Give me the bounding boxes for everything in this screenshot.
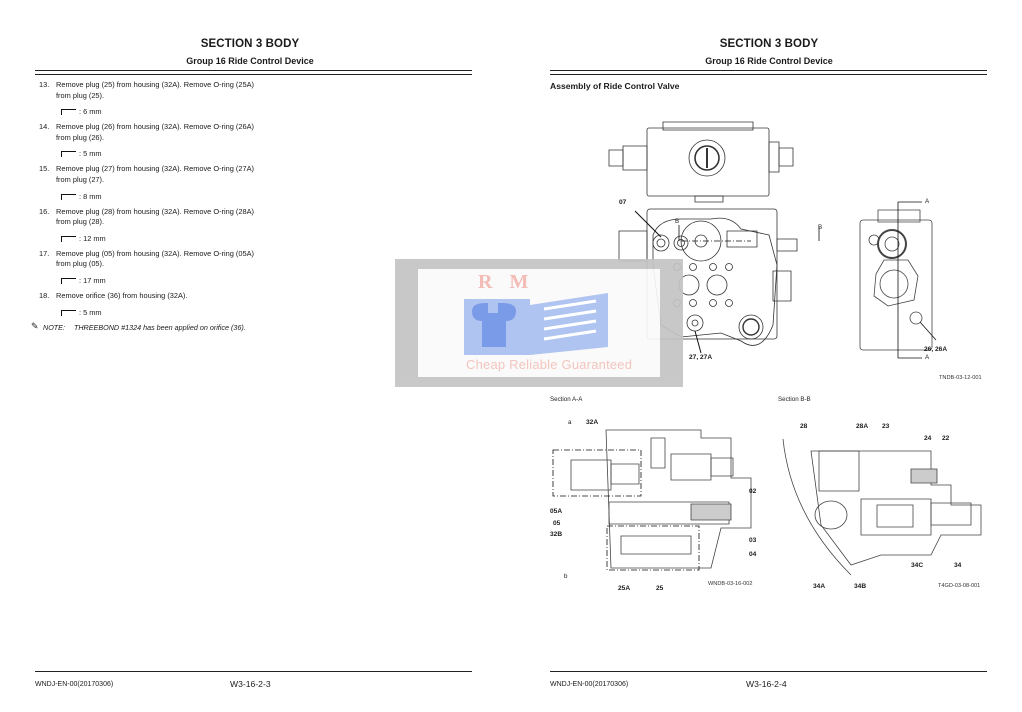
wrench-manual-logo-icon <box>464 293 608 355</box>
footer-rule <box>550 671 987 672</box>
step-text: Remove plug (25) from housing (32A). Rem… <box>56 80 254 100</box>
tool-size: : 5 mm <box>79 149 102 159</box>
callout-34c: 34C <box>911 562 924 569</box>
step-number: 13. <box>39 80 50 89</box>
hex-wrench-icon <box>61 151 76 158</box>
step-17: 17. Remove plug (05) from housing (32A).… <box>39 249 269 270</box>
note-label: NOTE: <box>43 322 65 332</box>
step-text: Remove plug (05) from housing (32A). Rem… <box>56 248 254 269</box>
tool-spec: : 6 mm <box>61 107 269 118</box>
procedure-steps: 13. Remove plug (25) from housing (32A).… <box>31 80 269 332</box>
callout-b: b <box>564 573 568 580</box>
watermark-brand: R M <box>478 271 535 293</box>
tool-size: : 5 mm <box>79 307 102 317</box>
section-aa-caption: Section A-A <box>550 396 583 403</box>
tool-spec: : 12 mm <box>61 234 269 245</box>
tool-size: : 8 mm <box>79 191 102 201</box>
step-number: 17. <box>39 248 50 258</box>
callout-04: 04 <box>749 551 757 558</box>
step-16: 16. Remove plug (28) from housing (32A).… <box>39 207 269 228</box>
callout-32a: 32A <box>586 419 599 426</box>
callout-34a: 34A <box>813 583 826 590</box>
tool-spec: : 17 mm <box>61 276 269 287</box>
callout-24: 24 <box>924 435 932 442</box>
section-marker-a: A <box>925 354 930 361</box>
hex-wrench-icon <box>61 309 76 316</box>
section-marker-b: B <box>675 218 680 225</box>
figure-code: TNDB-03-12-001 <box>939 375 982 381</box>
document-code: WNDJ-EN-00(20170306) <box>35 681 114 688</box>
callout-28a: 28A <box>856 423 869 430</box>
callout-07: 07 <box>619 199 627 206</box>
callout-25a: 25A <box>618 585 631 592</box>
step-15: 15. Remove plug (27) from housing (32A).… <box>39 164 269 185</box>
step-number: 18. <box>39 290 50 300</box>
section-title: SECTION 3 BODY <box>200 38 300 50</box>
tool-size: : 12 mm <box>79 233 106 243</box>
page-number: W3-16-2-4 <box>746 679 787 689</box>
tool-spec: : 5 mm <box>61 149 269 160</box>
note: ✎ NOTE: THREEBOND #1324 has been applied … <box>31 320 269 333</box>
watermark-tagline: Cheap Reliable Guaranteed <box>466 357 633 372</box>
hex-wrench-icon <box>61 193 76 200</box>
step-number: 14. <box>39 122 50 132</box>
page-number: W3-16-2-3 <box>230 679 271 689</box>
callout-25: 25 <box>656 585 664 592</box>
tool-size: : 17 mm <box>79 275 106 285</box>
left-page: SECTION 3 BODY Group 16 Ride Control Dev… <box>31 38 472 689</box>
callout-27-27a: 27, 27A <box>689 354 713 361</box>
step-text: Remove orifice (36) from housing (32A). <box>56 290 188 300</box>
watermark-panel: R M Cheap Reliable Guaranteed <box>418 269 660 377</box>
note-text: THREEBOND #1324 has been applied on orif… <box>73 322 246 332</box>
section-marker-b: B <box>818 224 823 231</box>
footer-rule <box>35 671 472 672</box>
group-title: Group 16 Ride Control Device <box>705 56 833 66</box>
assembly-title: Assembly of Ride Control Valve <box>550 81 680 91</box>
figure-code: T4GD-03-08-001 <box>938 583 981 589</box>
section-marker-a: A <box>925 198 930 205</box>
step-number: 15. <box>39 164 50 174</box>
group-title: Group 16 Ride Control Device <box>186 56 314 66</box>
tool-size: : 6 mm <box>79 107 102 117</box>
step-13: 13. Remove plug (25) from housing (32A).… <box>39 80 269 101</box>
section-aa-drawing <box>551 418 751 578</box>
section-title: SECTION 3 BODY <box>719 38 819 50</box>
step-text: Remove plug (26) from housing (32A). Rem… <box>56 122 254 142</box>
callout-34b: 34B <box>854 583 867 590</box>
document-code: WNDJ-EN-00(20170306) <box>550 681 629 688</box>
callout-32b: 32B <box>550 531 563 538</box>
header-rule <box>35 70 472 75</box>
callout-a: a <box>568 419 572 426</box>
valve-side-view-drawing <box>858 200 938 360</box>
section-bb-caption: Section B-B <box>778 396 811 403</box>
step-number: 16. <box>39 206 50 216</box>
step-text: Remove plug (27) from housing (32A). Rem… <box>56 164 254 184</box>
callout-26-26a: 26, 26A <box>924 346 948 353</box>
hex-wrench-icon <box>61 109 76 116</box>
section-bb-drawing <box>781 435 991 575</box>
header-rule <box>550 70 987 75</box>
watermark: R M Cheap Reliable Guaranteed <box>395 259 683 387</box>
hex-wrench-icon <box>61 235 76 242</box>
callout-02: 02 <box>749 488 757 495</box>
callout-03: 03 <box>749 537 757 544</box>
callout-28: 28 <box>800 423 808 430</box>
pencil-icon: ✎ <box>31 320 39 331</box>
callout-34: 34 <box>954 562 962 569</box>
step-text: Remove plug (28) from housing (32A). Rem… <box>56 206 254 227</box>
tool-spec: : 5 mm <box>61 308 269 319</box>
callout-05a: 05A <box>550 508 563 515</box>
callout-23: 23 <box>882 423 890 430</box>
callout-22: 22 <box>942 435 950 442</box>
hex-wrench-icon <box>61 277 76 284</box>
callout-05: 05 <box>553 520 561 527</box>
step-18: 18. Remove orifice (36) from housing (32… <box>39 291 269 302</box>
right-page: SECTION 3 BODY Group 16 Ride Control Dev… <box>511 0 1022 712</box>
figure-code: WNDB-03-16-002 <box>708 581 753 587</box>
step-14: 14. Remove plug (26) from housing (32A).… <box>39 122 269 143</box>
tool-spec: : 8 mm <box>61 192 269 203</box>
valve-top-view-drawing <box>601 120 781 210</box>
